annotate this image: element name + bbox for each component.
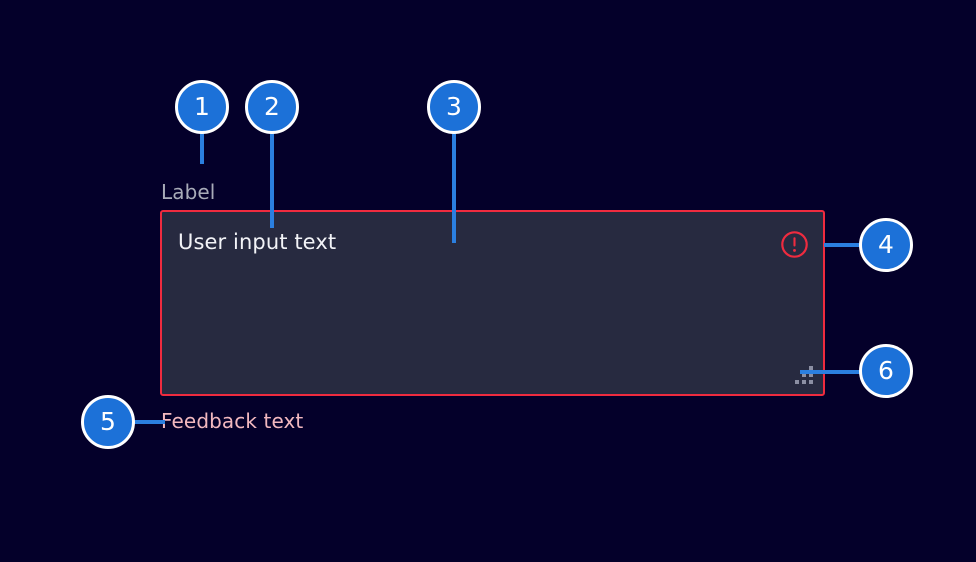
leader-line-2 (270, 120, 274, 228)
callout-badge-2[interactable]: 2 (245, 80, 299, 134)
callout-badge-4[interactable]: 4 (859, 218, 913, 272)
leader-line-3 (452, 120, 456, 243)
callout-badge-1[interactable]: 1 (175, 80, 229, 134)
resize-grip-icon[interactable] (795, 366, 813, 384)
error-exclamation-circle-icon (780, 230, 809, 259)
field-label: Label (161, 180, 216, 204)
textarea-input[interactable]: User input text (160, 210, 825, 396)
callout-badge-6[interactable]: 6 (859, 344, 913, 398)
leader-line-6 (800, 370, 860, 374)
leader-line-5 (133, 420, 165, 424)
leader-line-1 (200, 120, 204, 164)
textarea-value-text[interactable]: User input text (178, 230, 337, 254)
callout-badge-3[interactable]: 3 (427, 80, 481, 134)
feedback-text: Feedback text (161, 409, 304, 433)
leader-line-4 (824, 243, 860, 247)
callout-badge-5[interactable]: 5 (81, 395, 135, 449)
